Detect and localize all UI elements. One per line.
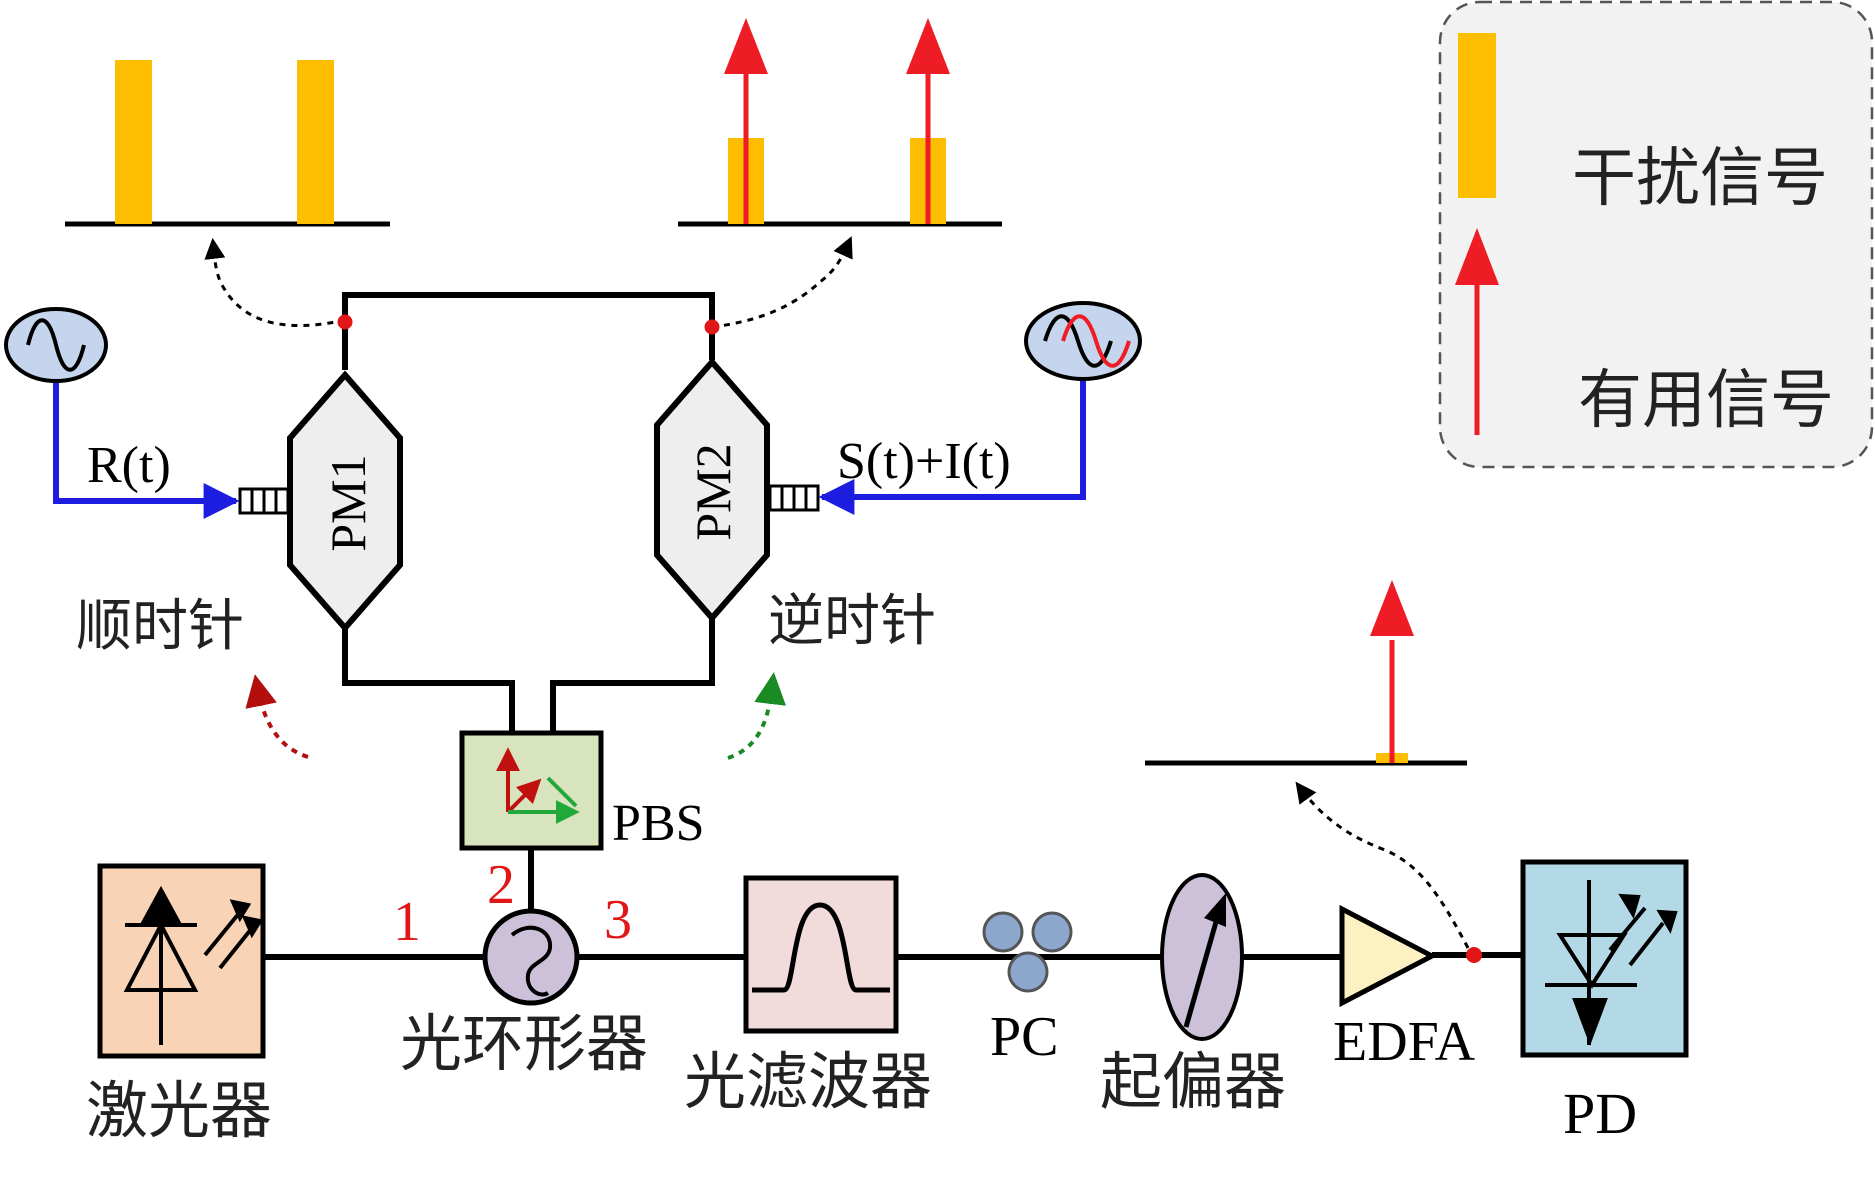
spectrum-1-interference-bar: [115, 60, 152, 224]
pd-label: PD: [1563, 1081, 1637, 1146]
circulator-swirl-glyph: [510, 925, 553, 997]
pm2-modulator: PM2: [654, 357, 820, 623]
pm2-rf-port: [768, 484, 820, 512]
laser-label: 激光器: [86, 1074, 272, 1147]
filter-component: 光滤波器: [684, 875, 932, 1118]
legend-interference-label: 干扰信号: [1572, 142, 1828, 216]
loop-right-fiber: [550, 615, 715, 735]
polarizer-axis-arrowhead: [1204, 893, 1226, 927]
legend: 干扰信号 有用信号: [1438, 0, 1874, 469]
reference-rf-wire: [53, 380, 240, 519]
spectrum-3-useful-arrow-head: [1370, 580, 1414, 636]
mixed-sine-source-icon: [1024, 301, 1142, 381]
counterclockwise-arrow: [727, 672, 787, 760]
pm1-body: [287, 370, 403, 633]
pbs-component: PBS: [459, 730, 705, 852]
circulator-label: 光环形器: [400, 1007, 648, 1080]
spectrum-output: [1145, 580, 1467, 766]
pm1-label: PM1: [320, 454, 376, 551]
port-3-label: 3: [604, 889, 632, 951]
legend-useful-label: 有用信号: [1578, 364, 1834, 438]
loop-top-fiber: [342, 292, 715, 330]
rf-source-signal: S(t)+I(t): [818, 301, 1142, 515]
polarization-controller-icon: [982, 911, 1073, 993]
circulator-component: 1 2 3 光环形器: [393, 854, 648, 1080]
polarizer-label: 起偏器: [1100, 1045, 1286, 1118]
reference-signal-label: R(t): [87, 437, 171, 494]
pointer-to-spectrum-3: [1295, 781, 1470, 949]
signal-rf-wire: [818, 380, 1086, 515]
pointer-to-spectrum-1: [204, 237, 346, 328]
amplifier-triangle-icon: [1339, 904, 1438, 1008]
photodiode-icon: [1545, 880, 1678, 1046]
loop-fiber: [342, 292, 715, 910]
pc-label: PC: [990, 1006, 1059, 1068]
bandpass-filter-icon: [752, 902, 890, 993]
pc-component: PC: [982, 911, 1073, 1068]
probe-pointers: [204, 236, 1470, 949]
probe-point-pm1: [337, 314, 353, 330]
laser-component: 激光器: [86, 863, 272, 1147]
sine-wave-glyph-black: [1043, 314, 1113, 368]
clockwise-arrow: [245, 674, 309, 759]
legend-useful-arrow-head: [1455, 228, 1499, 285]
spectrum-pm1-output: [65, 60, 390, 227]
pd-body: [1520, 859, 1689, 1058]
pm1-rf-port: [238, 487, 290, 515]
legend-frame: [1438, 0, 1874, 469]
edfa-component: EDFA: [1333, 904, 1482, 1073]
spectrum-2-useful-arrow-head: [724, 18, 768, 74]
sine-wave-glyph-red: [1061, 314, 1131, 368]
probe-point-output: [1466, 947, 1482, 963]
pm1-modulator: PM1: [238, 370, 403, 633]
sine-wave-glyph: [26, 318, 86, 372]
spectrum-pm2-output: [678, 18, 1002, 227]
pbs-label: PBS: [612, 795, 705, 852]
laser-diode-icon: [123, 885, 264, 1045]
polarizer-axis-glyph: [1183, 914, 1221, 1028]
loop-left-fiber: [342, 625, 515, 735]
pm2-body: [654, 357, 770, 623]
port-2-label: 2: [487, 854, 515, 916]
edfa-label: EDFA: [1333, 1011, 1476, 1073]
signal-plus-interference-label: S(t)+I(t): [837, 433, 1011, 490]
clockwise-label: 顺时针: [76, 594, 244, 659]
pointer-to-spectrum-2: [711, 236, 853, 329]
rf-source-reference: R(t): [4, 307, 240, 519]
pm2-label: PM2: [685, 443, 741, 540]
port-1-label: 1: [393, 891, 421, 953]
legend-interference-swatch: [1458, 33, 1496, 198]
counterclockwise-label: 逆时针: [768, 589, 936, 654]
spectrum-2-useful-arrow-head: [906, 18, 950, 74]
polarizer-icon: [1160, 873, 1244, 1041]
pd-component: PD: [1520, 859, 1689, 1146]
circulator-icon: [482, 908, 580, 1006]
spectrum-1-interference-bar: [297, 60, 334, 224]
polarizer-component: 起偏器: [1100, 873, 1286, 1118]
filter-label: 光滤波器: [684, 1045, 932, 1118]
split-arrows-icon: [496, 747, 580, 824]
filter-body: [743, 875, 899, 1034]
probe-point-pm2: [704, 319, 720, 335]
